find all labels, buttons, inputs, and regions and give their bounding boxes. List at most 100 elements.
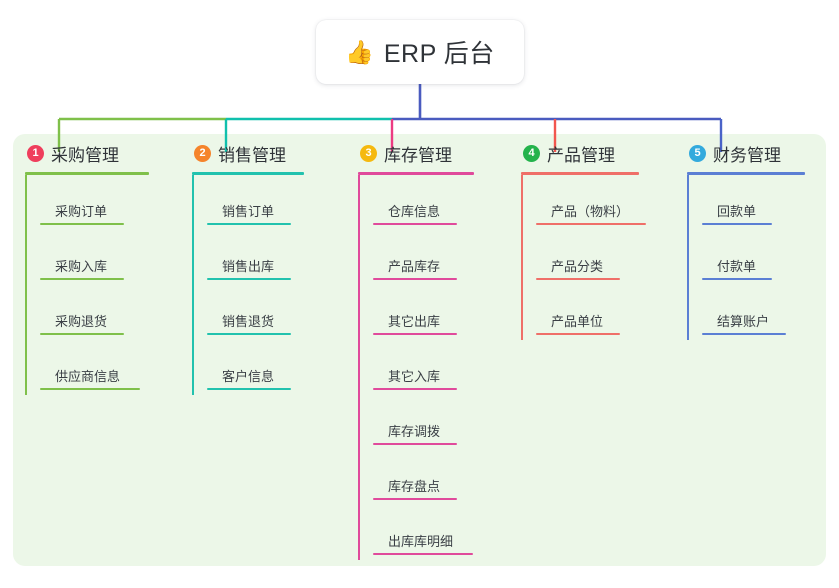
branch-underline [521, 172, 639, 175]
branch-spine [25, 175, 27, 395]
branch-items: 产品（物料） 产品分类产品单位 [521, 175, 646, 340]
root-node-title: ERP 后台 [383, 40, 495, 68]
branch-item[interactable]: 回款单 [702, 175, 805, 230]
branch-items: 采购订单采购入库采购退货供应商信息 [25, 175, 149, 395]
branch-item-label: 仓库信息 [388, 204, 441, 219]
branch-column-5: 5 财务管理回款单付款单结算账户 [687, 134, 805, 340]
branch-item-underline [40, 333, 124, 335]
branch-item-label: 出库库明细 [388, 534, 454, 549]
branch-items: 回款单付款单结算账户 [687, 175, 805, 340]
branch-item-underline [373, 333, 457, 335]
branch-item[interactable]: 仓库信息 [373, 175, 474, 230]
branch-item-underline [40, 278, 124, 280]
branch-item-label: 采购入库 [55, 259, 108, 274]
branch-item-underline [373, 388, 457, 390]
branch-item[interactable]: 销售出库 [207, 230, 304, 285]
branch-item-label: 客户信息 [222, 369, 275, 384]
branch-number-badge: 4 [523, 144, 540, 162]
branch-item-label: 采购退货 [55, 314, 108, 329]
branch-item-underline [373, 553, 473, 555]
branch-title: 财务管理 [713, 145, 781, 165]
branch-item-label: 回款单 [717, 204, 757, 219]
branch-item-label: 销售退货 [222, 314, 275, 329]
branch-item-underline [536, 223, 646, 225]
branch-item[interactable]: 库存调拨 [373, 395, 474, 450]
branch-item[interactable]: 供应商信息 [40, 340, 149, 395]
branch-number-badge: 2 [194, 144, 211, 162]
branch-item[interactable]: 产品（物料） [536, 175, 646, 230]
branch-item-label: 产品单位 [551, 314, 604, 329]
branch-item[interactable]: 库存盘点 [373, 450, 474, 505]
branch-item-underline [207, 388, 291, 390]
branch-item-underline [373, 278, 457, 280]
branch-title: 库存管理 [384, 145, 452, 165]
branches-panel [13, 134, 826, 566]
branch-title: 采购管理 [51, 145, 119, 165]
branch-item[interactable]: 产品分类 [536, 230, 639, 285]
branch-header-1[interactable]: 1 采购管理 [25, 134, 149, 172]
branch-item-label: 其它入库 [388, 369, 441, 384]
branch-item-underline [702, 223, 772, 225]
branch-item-underline [373, 498, 457, 500]
branch-item-underline [702, 278, 772, 280]
branch-item-label: 付款单 [717, 259, 757, 274]
branch-item[interactable]: 采购入库 [40, 230, 149, 285]
branch-item-underline [373, 443, 457, 445]
branch-item[interactable]: 结算账户 [702, 285, 805, 340]
branch-item-underline [40, 388, 140, 390]
branch-header-2[interactable]: 2 销售管理 [192, 134, 304, 172]
branch-item-label: 销售订单 [222, 204, 275, 219]
branch-number-badge: 1 [27, 144, 44, 162]
branch-item-underline [207, 223, 291, 225]
branch-item-underline [207, 278, 291, 280]
branch-item[interactable]: 付款单 [702, 230, 805, 285]
branch-item-underline [536, 278, 620, 280]
branch-header-3[interactable]: 3 库存管理 [358, 134, 474, 172]
branch-item[interactable]: 销售订单 [207, 175, 304, 230]
branch-item-label: 供应商信息 [55, 369, 121, 384]
branch-column-3: 3 库存管理仓库信息产品库存其它出库其它入库库存调拨库存盘点出库库明细 [358, 134, 474, 560]
branch-underline [358, 172, 474, 175]
branch-items: 仓库信息产品库存其它出库其它入库库存调拨库存盘点出库库明细 [358, 175, 474, 560]
branch-columns: 1 采购管理采购订单采购入库采购退货供应商信息 2 销售管理销售订单销售出库销售退货客… [13, 134, 826, 566]
branch-item[interactable]: 产品单位 [536, 285, 639, 340]
branch-spine [192, 175, 194, 395]
thumbs-up-icon: 👍 [345, 38, 374, 65]
branch-item-label: 结算账户 [717, 314, 770, 329]
branch-spine [687, 175, 689, 340]
branch-item[interactable]: 客户信息 [207, 340, 304, 395]
branch-item[interactable]: 采购订单 [40, 175, 149, 230]
branch-number-badge: 5 [689, 144, 706, 162]
branch-item[interactable]: 采购退货 [40, 285, 149, 340]
branch-item-label: 库存调拨 [388, 424, 441, 439]
branch-item[interactable]: 产品库存 [373, 230, 474, 285]
branch-item[interactable]: 销售退货 [207, 285, 304, 340]
branch-title: 销售管理 [218, 145, 286, 165]
branch-item[interactable]: 其它入库 [373, 340, 474, 395]
branch-spine [521, 175, 523, 340]
branch-column-1: 1 采购管理采购订单采购入库采购退货供应商信息 [25, 134, 149, 395]
branch-underline [192, 172, 304, 175]
branch-item-label: 库存盘点 [388, 479, 441, 494]
branch-item-label: 产品库存 [388, 259, 441, 274]
branch-number-badge: 3 [360, 144, 377, 162]
branch-item-underline [373, 223, 457, 225]
branch-item[interactable]: 其它出库 [373, 285, 474, 340]
branch-column-2: 2 销售管理销售订单销售出库销售退货客户信息 [192, 134, 304, 395]
branch-item-label: 产品分类 [551, 259, 604, 274]
root-node[interactable]: 👍 ERP 后台 [316, 20, 524, 84]
branch-item-label: 采购订单 [55, 204, 108, 219]
branch-item[interactable]: 出库库明细 [373, 505, 474, 560]
branch-item-underline [207, 333, 291, 335]
branch-item-underline [536, 333, 620, 335]
branch-item-underline [702, 333, 786, 335]
branch-items: 销售订单销售出库销售退货客户信息 [192, 175, 304, 395]
branch-item-label: 销售出库 [222, 259, 275, 274]
branch-underline [25, 172, 149, 175]
branch-header-5[interactable]: 5 财务管理 [687, 134, 805, 172]
branch-item-label: 其它出库 [388, 314, 441, 329]
branch-spine [358, 175, 360, 560]
